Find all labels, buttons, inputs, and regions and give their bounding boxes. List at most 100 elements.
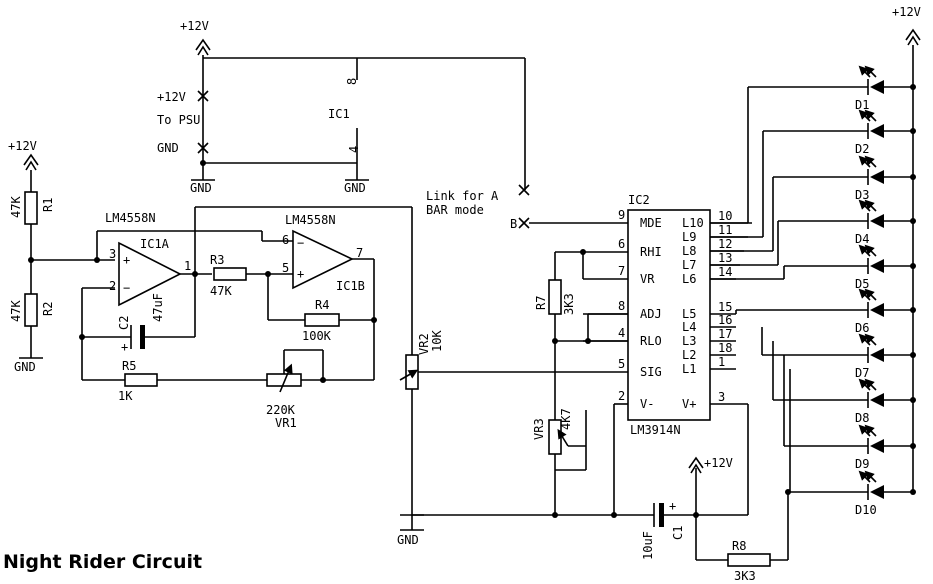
gnd-label-4: GND [397, 533, 419, 547]
r1-resistor [24, 191, 38, 225]
ic1a-triangle [118, 241, 182, 307]
led-label: D6 [855, 321, 869, 335]
c2-capacitor [140, 325, 145, 349]
ic1b-pin6: 6 [282, 233, 289, 247]
ic2-pin-num: 9 [618, 208, 625, 222]
ic1b-pin5: 5 [282, 261, 289, 275]
ic1-pin4-label: 4 [347, 146, 361, 153]
led-d1: D1 [855, 65, 916, 112]
led-d7: D7 [855, 333, 916, 380]
ic2-pin-num: 5 [618, 357, 625, 371]
r1-value: 47K [9, 196, 23, 218]
ic2-pin-name: L8 [682, 244, 696, 258]
psu-plus-label: +12V [157, 90, 186, 104]
supply-arrow-ic2 [688, 456, 704, 474]
c1-ref: C1 [671, 526, 685, 540]
link-b-terminal [518, 217, 530, 229]
r2-resistor [24, 293, 38, 327]
r4-resistor [304, 313, 340, 327]
led-d3: D3 [855, 155, 916, 202]
ic2-pin-num: 1 [718, 355, 725, 369]
led-label: D9 [855, 457, 869, 471]
ic1b-triangle [292, 229, 354, 290]
ic2-pin-name: MDE [640, 216, 662, 230]
ic1a-label: IC1A [140, 237, 170, 251]
ic2-pin-name: L10 [682, 216, 704, 230]
ic1a-plus: + [123, 253, 130, 267]
ic2-pin-num: 2 [618, 389, 625, 403]
c1-value: 10uF [641, 531, 655, 560]
ic2-pin-num: 17 [718, 327, 732, 341]
ic2-pin-num: 18 [718, 341, 732, 355]
ic2-pin-num: 3 [718, 390, 725, 404]
c2-ref: C2 [117, 316, 131, 330]
r3-resistor [213, 267, 247, 281]
ic2-pin-name: V- [640, 397, 654, 411]
psu-gnd-terminal [197, 142, 209, 154]
ic2-pin-num: 11 [718, 223, 732, 237]
c2-plus: + [121, 340, 128, 354]
led-label: D4 [855, 232, 869, 246]
psu-to-label: To PSU [157, 113, 200, 127]
ic1b-opamp: LM4558N − + 6 5 7 IC1B R4 100K R5 1K 220… [82, 213, 377, 430]
r2-ref: R2 [41, 302, 55, 316]
led-d6: D6 [855, 288, 916, 335]
r5-value: 1K [118, 389, 133, 403]
vr2-ref: VR2 [417, 333, 431, 355]
ic2-pin-name: L2 [682, 348, 696, 362]
vr1-ref: VR1 [275, 416, 297, 430]
gnd-label-2: GND [344, 181, 366, 195]
psu-gnd-label: GND [157, 141, 179, 155]
supply-arrow-leds [905, 28, 921, 46]
ic2-pin-name: L4 [682, 320, 696, 334]
bar-mode-link: Link for A BAR mode B [426, 184, 628, 231]
psu-plus-terminal [197, 90, 209, 102]
ic2-pin-num: 15 [718, 300, 732, 314]
input-divider: +12V 47K R1 47K R2 GND [8, 139, 115, 374]
page-title: Night Rider Circuit [3, 551, 202, 573]
led-d2: D2 [855, 109, 916, 156]
c1-plus: + [669, 499, 676, 513]
ic1-label: IC1 [328, 107, 350, 121]
ic2-pin-num: 7 [618, 264, 625, 278]
led-label: D7 [855, 366, 869, 380]
r8-value: 3K3 [734, 569, 756, 583]
ic2-pin-name: L1 [682, 362, 696, 376]
c1-capacitor [659, 503, 664, 527]
ic2-pin-num: 6 [618, 237, 625, 251]
vr1-value: 220K [266, 403, 296, 417]
supply-label-r1: +12V [8, 139, 37, 153]
svg-text:−: − [297, 236, 304, 250]
r2-value: 47K [9, 300, 23, 322]
r7-value: 3K3 [562, 293, 576, 315]
ic2-pin-name: L9 [682, 230, 696, 244]
link-a-terminal [518, 184, 530, 196]
c2-value: 47uF [151, 293, 165, 322]
led-label: D10 [855, 503, 877, 517]
r8-ref: R8 [732, 539, 746, 553]
led-label: D2 [855, 142, 869, 156]
svg-text:−: − [123, 281, 130, 295]
gnd-label-3: GND [14, 360, 36, 374]
ic1b-pin7: 7 [356, 246, 363, 260]
ic1a-pin2: 2 [109, 279, 116, 293]
r1-ref: R1 [41, 198, 55, 212]
ic2-label: IC2 [628, 193, 650, 207]
gnd-label-1: GND [190, 181, 212, 195]
ic2-pin-name: ADJ [640, 307, 662, 321]
link-b-label: B [510, 217, 517, 231]
ic2-body [627, 209, 711, 421]
ic1-pin8-label: 8 [345, 78, 359, 85]
ic2-pin-num: 10 [718, 209, 732, 223]
ic1b-plus: + [297, 267, 304, 281]
r4-ref: R4 [315, 298, 329, 312]
ic2-pin-name: V+ [682, 397, 696, 411]
r5-resistor [124, 373, 158, 387]
led-d8: D8 [855, 378, 916, 425]
vr2-potentiometer [405, 354, 419, 390]
ic2-pin-name: RHI [640, 245, 662, 259]
ic1a-pin3: 3 [109, 247, 116, 261]
